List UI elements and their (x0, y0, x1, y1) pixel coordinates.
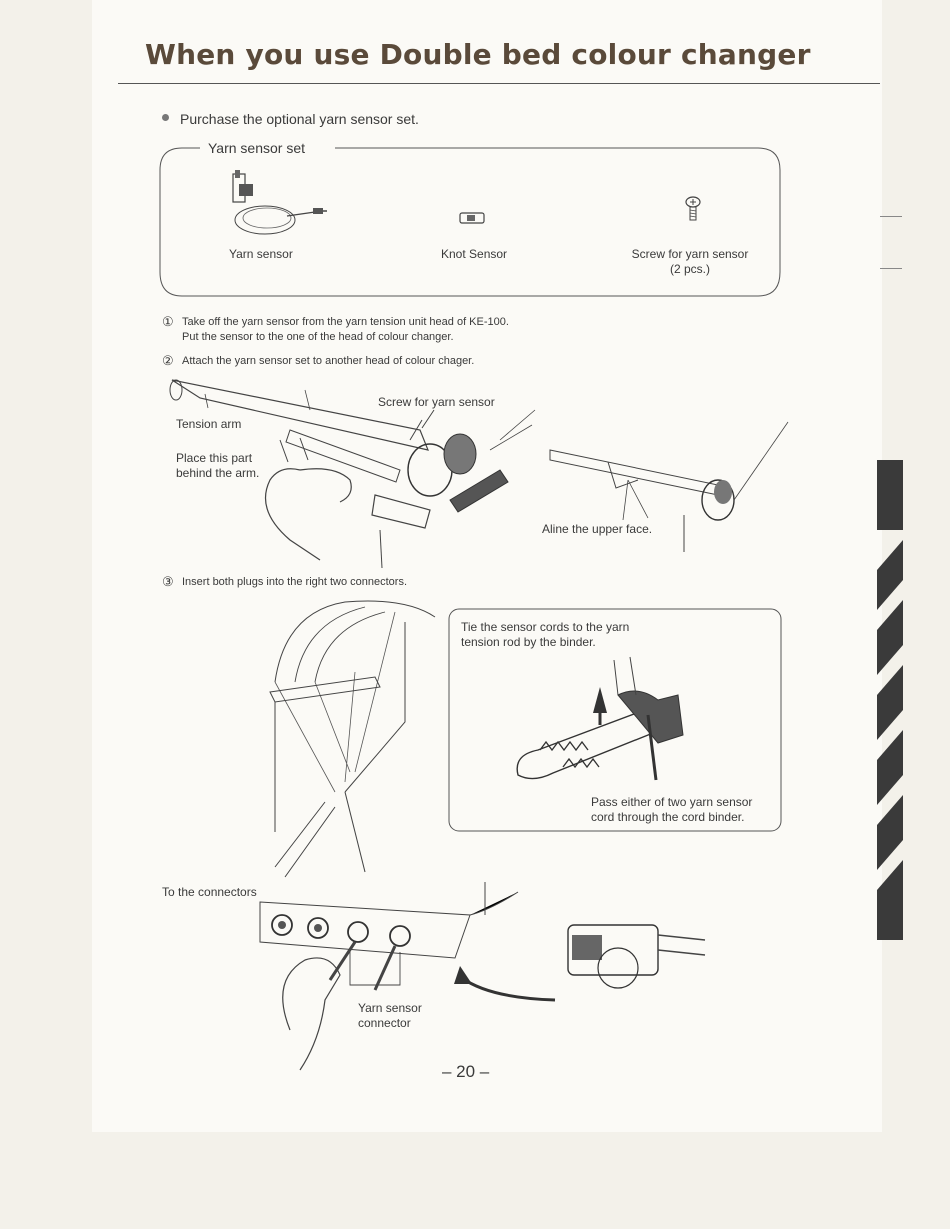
label-screw-for-yarn-sensor: Screw for yarn sensor (378, 395, 495, 409)
step-1-text: Take off the yarn sensor from the yarn t… (182, 316, 509, 343)
title-underline (118, 83, 880, 84)
edge-mark (880, 268, 902, 269)
item-knot-sensor-label: Knot Sensor (441, 247, 508, 261)
connector-panel-illustration (259, 882, 706, 1071)
intro-text: Purchase the optional yarn sensor set. (180, 111, 419, 127)
page-title: When you use Double bed colour changer (145, 38, 811, 71)
item-yarn-sensor-label: Yarn sensor (229, 247, 293, 261)
step-2-marker: ② (162, 353, 174, 368)
pass-note-text: Pass either of two yarn sensor cord thro… (591, 795, 753, 824)
edge-mark (880, 216, 902, 217)
manual-page (92, 0, 882, 1132)
bullet-icon (162, 114, 169, 121)
label-aline-upper-face: Aline the upper face. (542, 522, 653, 536)
tension-arm-illustration (169, 379, 536, 569)
tie-note-frame (448, 608, 782, 832)
step-3-text: Insert both plugs into the right two con… (182, 576, 408, 588)
colour-changer-illustration (269, 600, 436, 878)
sensor-set-frame (159, 147, 781, 297)
screw-illustration (685, 196, 701, 221)
label-tension-arm: Tension arm (176, 417, 242, 431)
item-screw-label: Screw for yarn sensor (2 pcs.) (631, 247, 749, 276)
page-number: – 20 – (442, 1062, 490, 1081)
step-3-marker: ③ (162, 574, 174, 589)
label-to-the-connectors: To the connectors (162, 885, 257, 899)
yarn-sensor-illustration (232, 170, 327, 235)
sensor-set-label: Yarn sensor set (202, 140, 312, 156)
step-2-text: Attach the yarn sensor set to another he… (182, 355, 475, 367)
label-place-part: Place this part behind the arm. (176, 451, 260, 480)
knot-sensor-illustration (459, 212, 485, 224)
tie-note-text: Tie the sensor cords to the yarn tension… (461, 620, 630, 649)
upper-face-illustration (549, 421, 789, 552)
cord-binder-illustration (516, 656, 684, 781)
page-edge-stripes (877, 460, 903, 940)
step-1-marker: ① (162, 314, 174, 329)
label-yarn-sensor-connector: Yarn sensor connector (358, 1001, 422, 1030)
